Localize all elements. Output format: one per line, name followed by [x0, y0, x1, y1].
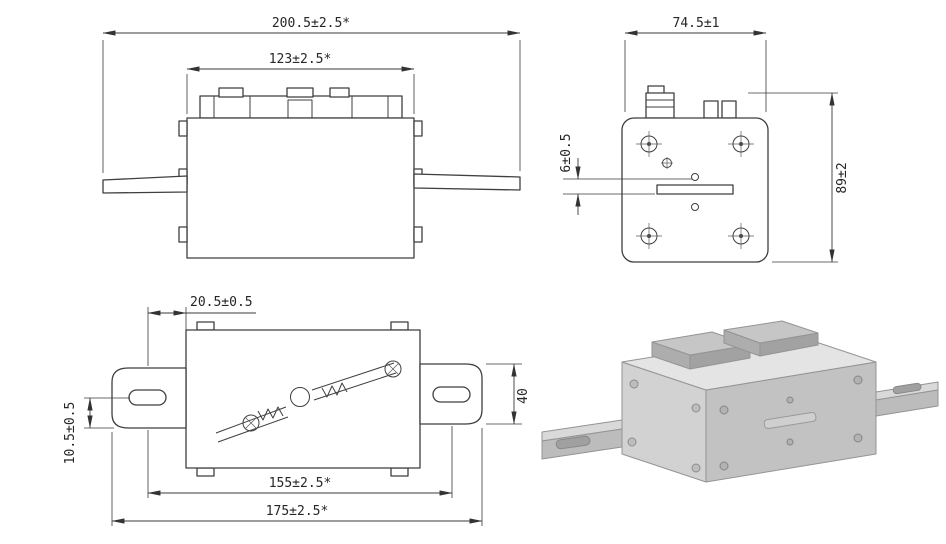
fuse-body-top [185, 329, 421, 469]
edge-tab [196, 467, 215, 477]
top-part-outline [111, 321, 483, 477]
edge-tab [390, 321, 409, 331]
dim-terminal-span-label: 175±2.5* [266, 504, 329, 519]
dim-slot-offset-label: 6±0.5 [559, 133, 574, 172]
iso-label-slot [763, 411, 817, 430]
front-dim-overall: 200.5±2.5* [102, 16, 521, 173]
mounting-hole [728, 131, 754, 157]
top-dim-terminal-span: 175±2.5* [111, 428, 483, 526]
dim-side-width-label: 74.5±1 [673, 16, 720, 31]
side-tab [178, 226, 188, 243]
dim-edge-to-screw-label: 20.5±0.5 [190, 295, 253, 310]
element-screw [384, 360, 402, 378]
front-view: 200.5±2.5* 123±2.5* [102, 16, 521, 259]
dim-overall-width-label: 200.5±2.5* [272, 16, 350, 31]
dim-terminal-width-label: 40 [516, 388, 531, 404]
iso-blade-slot-left [555, 435, 591, 450]
iso-screws [627, 375, 863, 473]
mounting-hole [636, 223, 662, 249]
edge-tab [196, 321, 215, 331]
top-tab [703, 100, 719, 119]
dim-side-height-label: 89±2 [835, 162, 850, 193]
top-dim-hole-spacing: 155±2.5* [147, 426, 453, 498]
terminal-slot-left [128, 389, 167, 406]
center-hole [290, 387, 310, 407]
indicator-hole [691, 173, 699, 181]
side-tab [413, 120, 423, 137]
iso-top-cap [723, 320, 819, 357]
blade-terminal-right [413, 173, 521, 191]
isometric-render [541, 320, 939, 483]
dim-hole-offset-label: 10.5±0.5 [63, 402, 78, 465]
top-dim-edge-to-screw: 20.5±0.5 [147, 295, 256, 366]
side-view: 74.5±1 [559, 16, 850, 263]
side-tab [178, 120, 188, 137]
side-dim-width: 74.5±1 [624, 16, 767, 112]
top-cap-strip [199, 95, 403, 119]
mounting-hole [728, 223, 754, 249]
front-part-outline [102, 87, 521, 259]
front-dim-body: 123±2.5* [186, 52, 415, 114]
iso-blade-left [541, 419, 623, 460]
label-slot [656, 184, 734, 195]
side-dim-height: 89±2 [748, 92, 850, 263]
fuse-body [186, 117, 415, 259]
terminal-slot-right [432, 386, 471, 403]
top-dim-terminal-width: 40 [486, 363, 531, 425]
side-tab [413, 226, 423, 243]
element-screw [242, 414, 260, 432]
side-part-outline [621, 85, 769, 263]
top-tab [721, 100, 737, 119]
dim-hole-spacing-label: 155±2.5* [269, 476, 332, 491]
top-dim-hole-offset: 10.5±0.5 [63, 397, 130, 465]
edge-tab [390, 467, 409, 477]
dim-body-width-label: 123±2.5* [269, 52, 332, 67]
mounting-hole [636, 131, 662, 157]
iso-blade-slot-right [892, 382, 922, 395]
blade-edge-on [645, 92, 675, 119]
fuse-element [215, 360, 402, 443]
side-dim-slot-offset: 6±0.5 [559, 133, 692, 215]
top-rib [286, 87, 314, 98]
top-rib [218, 87, 244, 98]
top-view: 20.5±0.5 [63, 295, 531, 526]
indicator-hole [691, 203, 699, 211]
iso-blade-right [875, 381, 939, 417]
blade-terminal-left [102, 175, 188, 194]
top-rib [329, 87, 350, 98]
center-screw [661, 157, 673, 169]
